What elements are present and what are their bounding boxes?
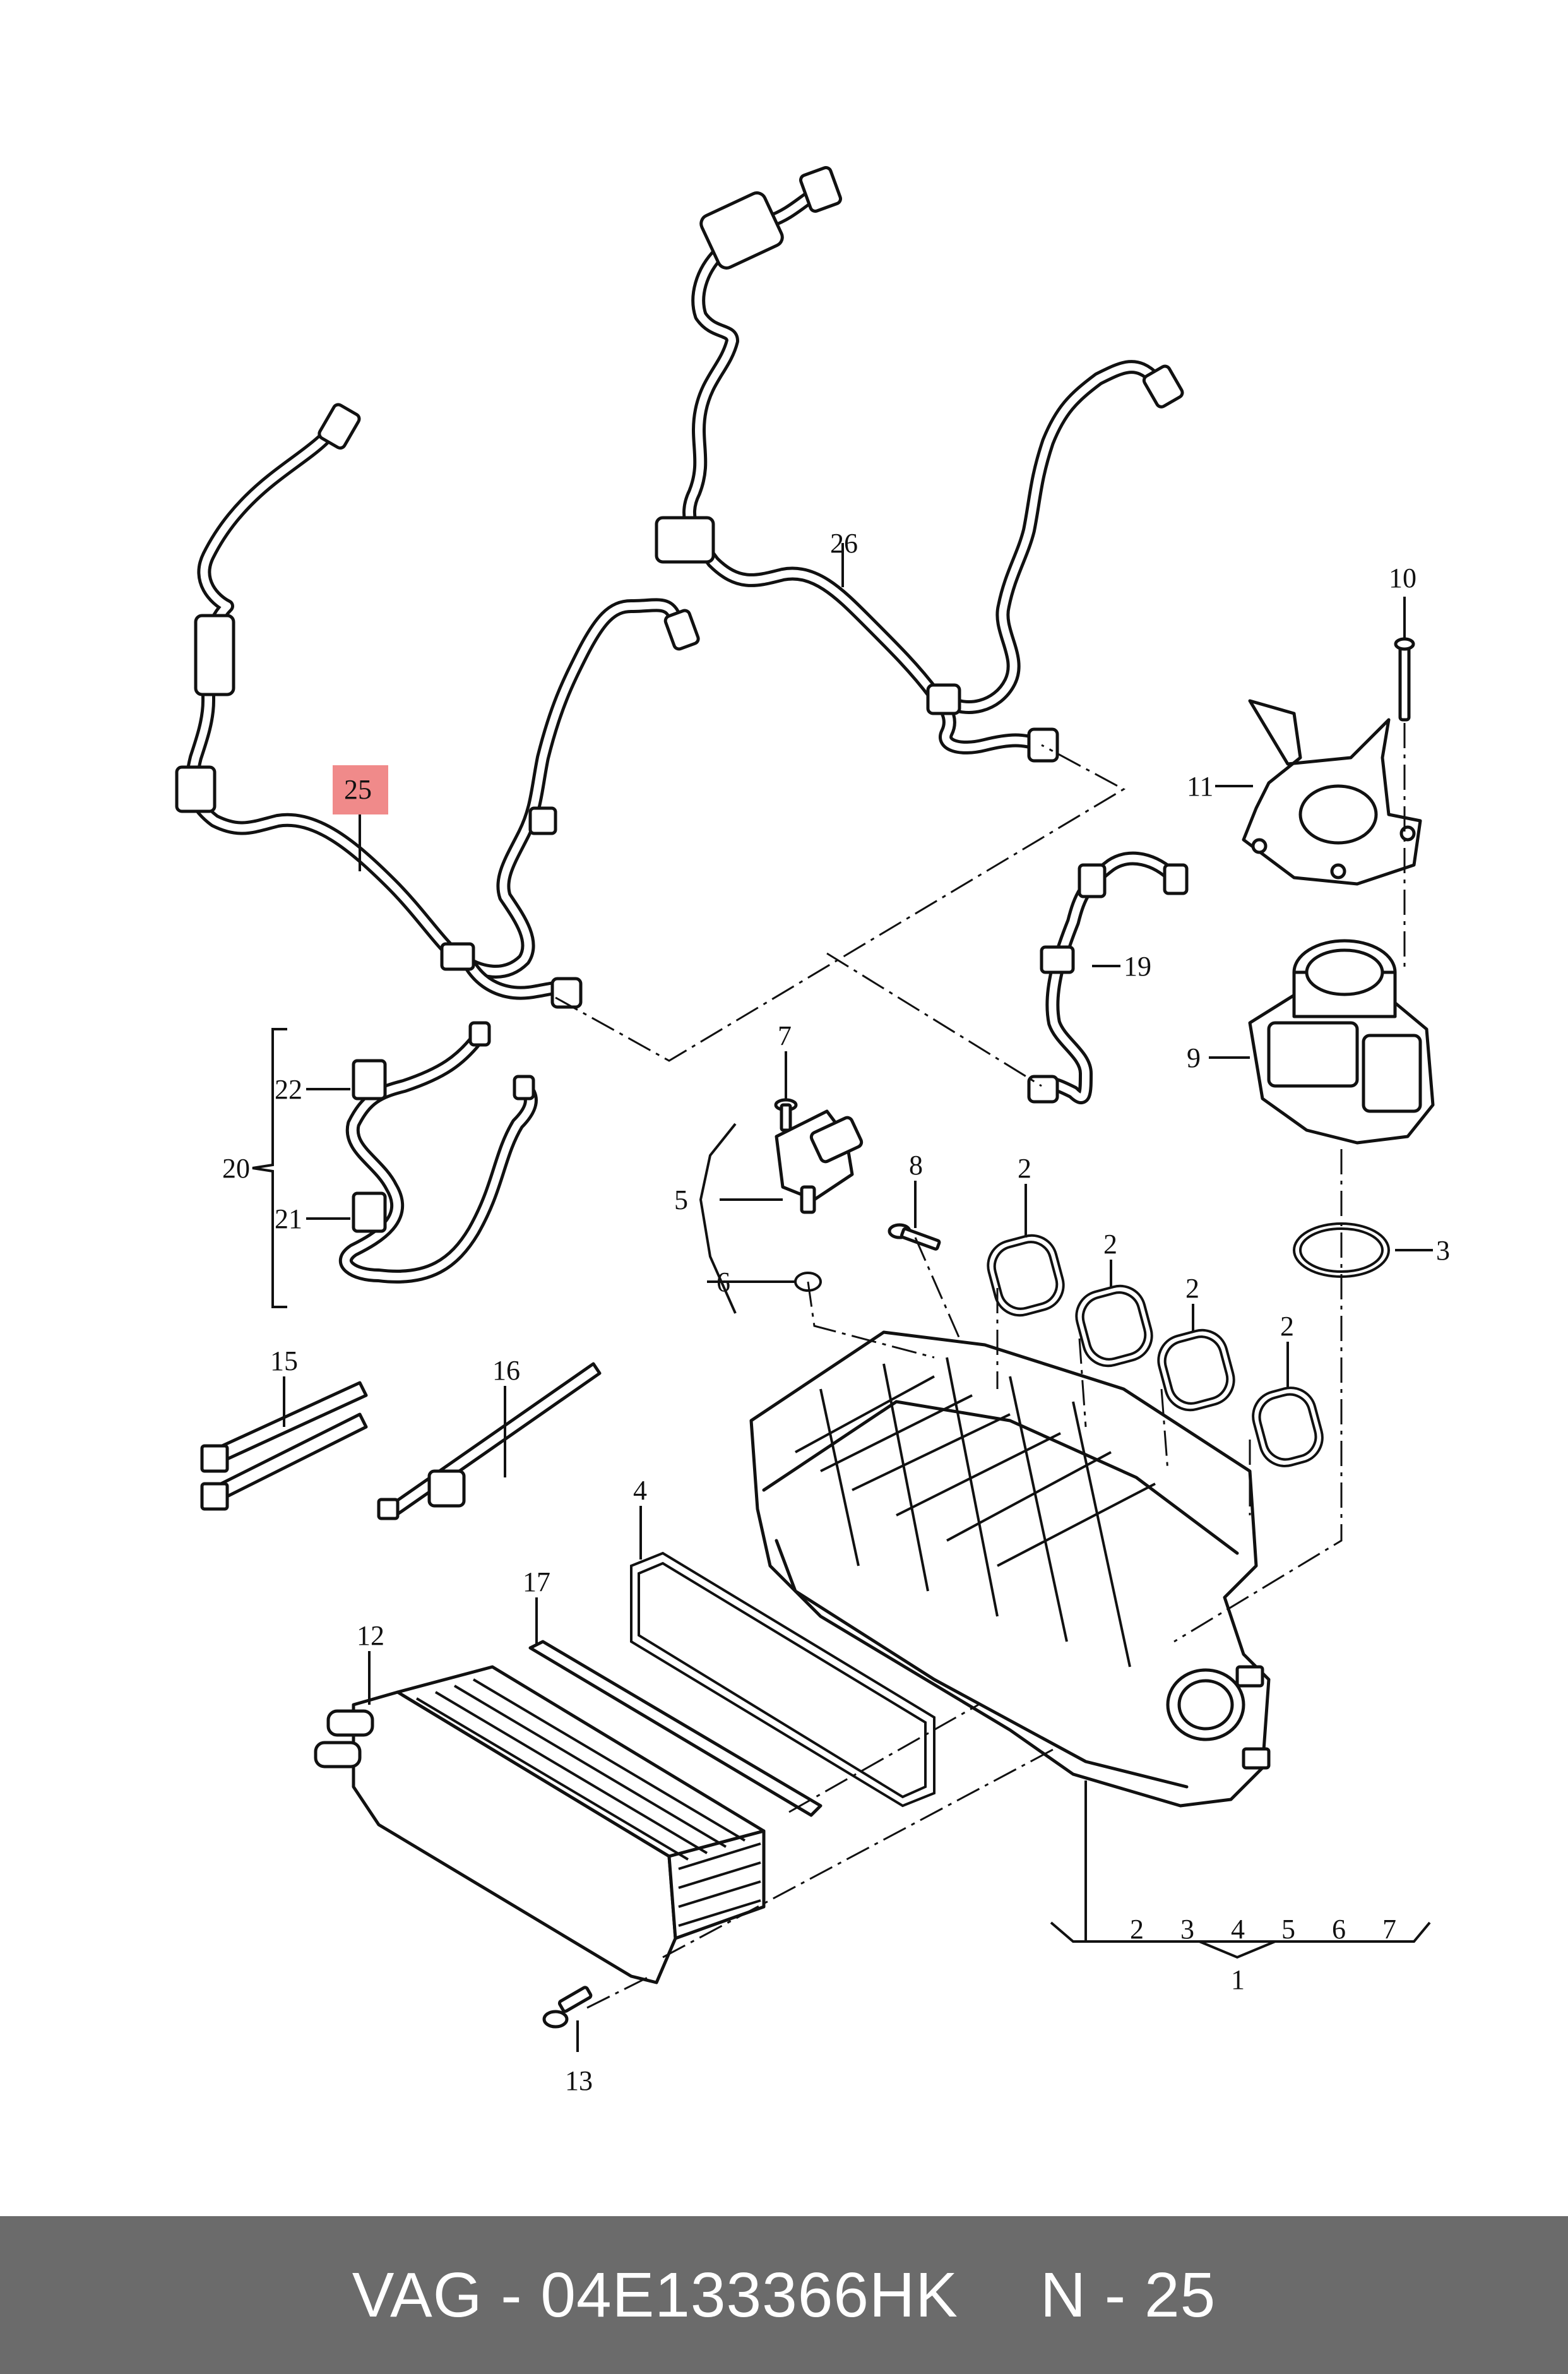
callout-4[interactable]: 4 xyxy=(633,1475,647,1506)
callout-10[interactable]: 10 xyxy=(1389,563,1417,594)
callout-25[interactable]: 25 xyxy=(344,774,372,805)
harness-25[interactable] xyxy=(175,403,700,1009)
position-label: N - 25 xyxy=(1040,2259,1216,2330)
callout-22[interactable]: 22 xyxy=(275,1074,302,1105)
callout-2a[interactable]: 2 xyxy=(1018,1153,1031,1184)
hose-assembly-20[interactable] xyxy=(338,1021,538,1284)
callout-3[interactable]: 3 xyxy=(1436,1235,1450,1266)
seal-strip-17[interactable] xyxy=(528,1640,823,1817)
callout-6[interactable]: 6 xyxy=(716,1267,730,1297)
callout-12[interactable]: 12 xyxy=(357,1620,384,1651)
callout-13[interactable]: 13 xyxy=(565,2065,593,2096)
screw-8[interactable] xyxy=(888,1223,941,1251)
callout-5[interactable]: 5 xyxy=(674,1184,688,1215)
footer-bar: VAG - 04E133366HK N - 25 xyxy=(0,2216,1568,2374)
harness-26[interactable] xyxy=(655,166,1184,763)
bracket-6[interactable]: 6 xyxy=(1332,1914,1346,1945)
callout-1[interactable]: 1 xyxy=(1231,1964,1245,1995)
callout-20[interactable]: 20 xyxy=(222,1153,250,1184)
callout-7[interactable]: 7 xyxy=(778,1020,792,1051)
gaskets-2[interactable] xyxy=(982,1230,1327,1472)
bolt-10[interactable] xyxy=(1394,637,1415,722)
throttle-body-9[interactable] xyxy=(1248,939,1435,1145)
callout-11[interactable]: 11 xyxy=(1187,771,1213,802)
bracket-3[interactable]: 3 xyxy=(1180,1914,1194,1945)
exploded-parts-diagram: 25 26 10 11 19 9 7 8 5 6 20 22 21 2 2 2 … xyxy=(175,166,1450,2096)
screw-7[interactable] xyxy=(774,1098,798,1132)
intake-manifold-1[interactable] xyxy=(749,1330,1271,1808)
callout-labels: 25 26 10 11 19 9 7 8 5 6 20 22 21 2 2 2 … xyxy=(222,528,1450,2096)
callout-26[interactable]: 26 xyxy=(830,528,858,559)
callout-2c[interactable]: 2 xyxy=(1185,1273,1199,1304)
gasket-4[interactable] xyxy=(630,1551,935,1808)
bracket-2[interactable]: 2 xyxy=(1130,1914,1144,1945)
pressure-sensor-5[interactable] xyxy=(775,1109,864,1214)
charge-air-cooler-12[interactable] xyxy=(314,1665,766,1984)
bracket-5[interactable]: 5 xyxy=(1281,1914,1295,1945)
leader-lines xyxy=(252,543,1433,2052)
harness-19[interactable] xyxy=(1027,851,1189,1104)
cable-tie-16[interactable] xyxy=(377,1362,602,1520)
callout-17[interactable]: 17 xyxy=(523,1566,550,1597)
bracket-4[interactable]: 4 xyxy=(1231,1914,1245,1945)
callout-16[interactable]: 16 xyxy=(492,1355,520,1386)
cable-tie-15[interactable] xyxy=(200,1381,368,1511)
callout-25-highlight xyxy=(333,765,388,814)
callout-8[interactable]: 8 xyxy=(909,1150,923,1181)
callout-2b[interactable]: 2 xyxy=(1103,1229,1117,1260)
assembly-lines xyxy=(555,723,1406,2009)
footer-text: VAG - 04E133366HK N - 25 xyxy=(0,2216,1568,2374)
bracket-11[interactable] xyxy=(1242,699,1422,886)
part-number-label: VAG - 04E133366HK xyxy=(352,2259,958,2330)
bolt-13[interactable] xyxy=(542,1986,593,2029)
callout-15[interactable]: 15 xyxy=(270,1345,298,1376)
callout-19[interactable]: 19 xyxy=(1124,951,1151,982)
bracket-7[interactable]: 7 xyxy=(1382,1914,1396,1945)
callout-9[interactable]: 9 xyxy=(1187,1042,1201,1073)
callout-21[interactable]: 21 xyxy=(275,1203,302,1234)
callout-2d[interactable]: 2 xyxy=(1280,1311,1294,1342)
